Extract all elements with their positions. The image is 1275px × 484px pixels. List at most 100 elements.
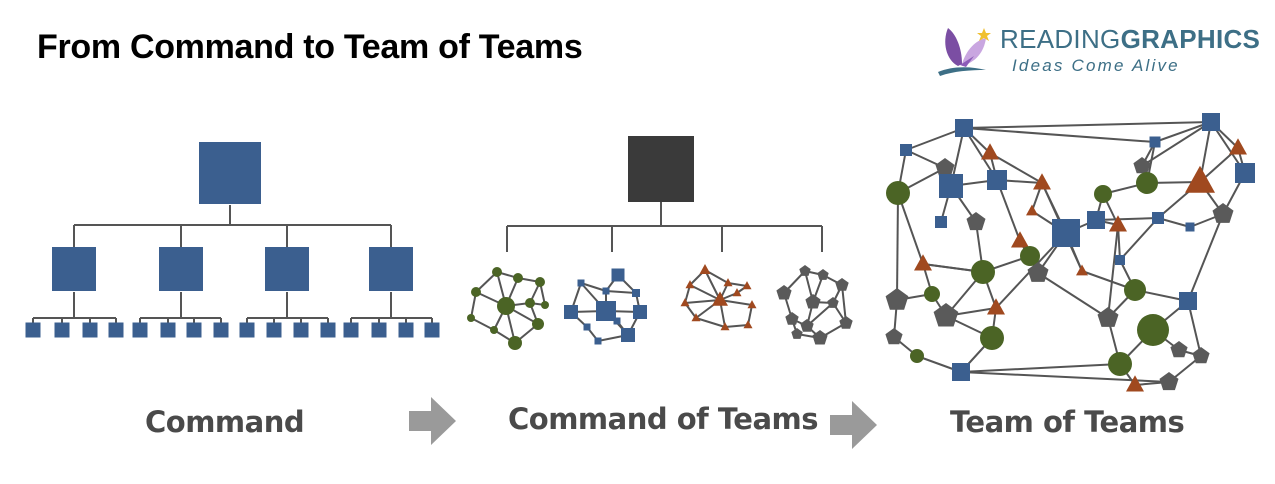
connector-line [724, 324, 749, 328]
team-blue-square [602, 287, 610, 295]
team-green-circle [541, 301, 549, 309]
command-mid-square [265, 247, 309, 291]
team-blue-square [564, 305, 578, 319]
network-green-circle [1137, 314, 1169, 346]
connector-line [695, 317, 726, 328]
connector-line [1154, 121, 1212, 143]
team-orange-triangle [743, 320, 753, 329]
team-blue-square [583, 323, 591, 331]
network-green-circle [1108, 352, 1132, 376]
team-gray-pentagon [817, 269, 829, 280]
butterfly-icon [938, 28, 991, 76]
team-gray-pentagon [812, 330, 828, 345]
command-leaf-square [108, 322, 124, 338]
network-gray-pentagon [1133, 157, 1151, 174]
network-orange-triangle [981, 143, 999, 160]
command-top-square [199, 142, 261, 204]
command-leaf-square [343, 322, 359, 338]
team-gray-pentagon [805, 294, 821, 309]
network-blue-square [900, 144, 912, 156]
team-green-circle [532, 318, 544, 330]
team-green-circle [490, 326, 498, 334]
team-orange-triangle [680, 298, 690, 307]
connector-line [1141, 121, 1212, 167]
connector-line [905, 127, 965, 151]
team-gray-pentagon [800, 319, 814, 332]
command-leaf-square [239, 322, 255, 338]
team-gray-pentagon [799, 265, 811, 276]
team-orange-triangle [742, 281, 752, 290]
team-gray-pentagon [785, 312, 799, 325]
command-of-teams-top-square [628, 136, 694, 202]
connector-line [580, 282, 607, 292]
arrow-right-icon [409, 397, 456, 445]
team-blue-square [577, 279, 585, 287]
network-blue-square [1087, 211, 1105, 229]
connector-line [719, 299, 753, 306]
connector-line [989, 152, 1043, 184]
connector-line [704, 269, 721, 301]
network-green-circle [971, 260, 995, 284]
command-leaf-square [54, 322, 70, 338]
network-blue-square [987, 170, 1007, 190]
network-green-circle [924, 286, 940, 302]
command-leaf-square [398, 322, 414, 338]
command-leaf-square [132, 322, 148, 338]
network-orange-triangle [1126, 375, 1144, 392]
connector-line [1107, 224, 1119, 319]
network-green-circle [980, 326, 1004, 350]
connector-line [1187, 213, 1224, 302]
team-green-circle [497, 297, 515, 315]
network-blue-square [935, 216, 947, 228]
team-gray-pentagon [791, 328, 803, 339]
label-team-of-teams: Team of Teams [950, 405, 1185, 439]
command-mid-square [52, 247, 96, 291]
network-gray-pentagon [933, 303, 959, 327]
team-green-circle [535, 277, 545, 287]
network-blue-square [1179, 292, 1197, 310]
network-orange-triangle [987, 298, 1005, 315]
command-mid-square [369, 247, 413, 291]
connector-line [1037, 272, 1109, 319]
network-blue-square [1202, 113, 1220, 131]
connector-line [960, 363, 1121, 373]
network-green-circle [1124, 279, 1146, 301]
team-blue-square [621, 328, 635, 342]
connector-line [963, 127, 1156, 143]
network-green-circle [1020, 246, 1040, 266]
team-blue-square [633, 305, 647, 319]
team-gray-pentagon [776, 285, 792, 300]
connector-line [605, 290, 637, 294]
network-gray-pentagon [1027, 262, 1049, 282]
connector-line [963, 121, 1212, 129]
team-blue-square [594, 337, 602, 345]
connector-line [470, 317, 495, 331]
network-orange-triangle [1185, 165, 1215, 193]
team-blue-square [632, 289, 640, 297]
connector-line [1119, 217, 1159, 261]
command-leaf-square [424, 322, 440, 338]
network-orange-triangle [1033, 173, 1051, 190]
network-gray-pentagon [1192, 347, 1210, 364]
network-orange-triangle [1076, 264, 1088, 276]
network-orange-triangle [1229, 138, 1247, 155]
command-leaf-square [82, 322, 98, 338]
brand-tagline: Ideas Come Alive [1012, 56, 1180, 75]
team-orange-triangle [691, 313, 701, 322]
command-leaf-square [320, 322, 336, 338]
team-orange-triangle [720, 322, 730, 331]
network-blue-square [1052, 219, 1080, 247]
network-gray-pentagon [1097, 307, 1119, 327]
team-gray-pentagon [839, 316, 853, 329]
team-gray-pentagon [835, 278, 849, 291]
team-orange-triangle [699, 264, 711, 274]
command-leaf-square [293, 322, 309, 338]
network-gray-pentagon [1159, 372, 1179, 391]
network-blue-square [1149, 136, 1161, 148]
network-orange-triangle [914, 254, 932, 271]
command-leaf-square [266, 322, 282, 338]
network-gray-pentagon [1170, 341, 1188, 358]
team-orange-triangle [685, 280, 695, 289]
connector-line [897, 192, 924, 265]
